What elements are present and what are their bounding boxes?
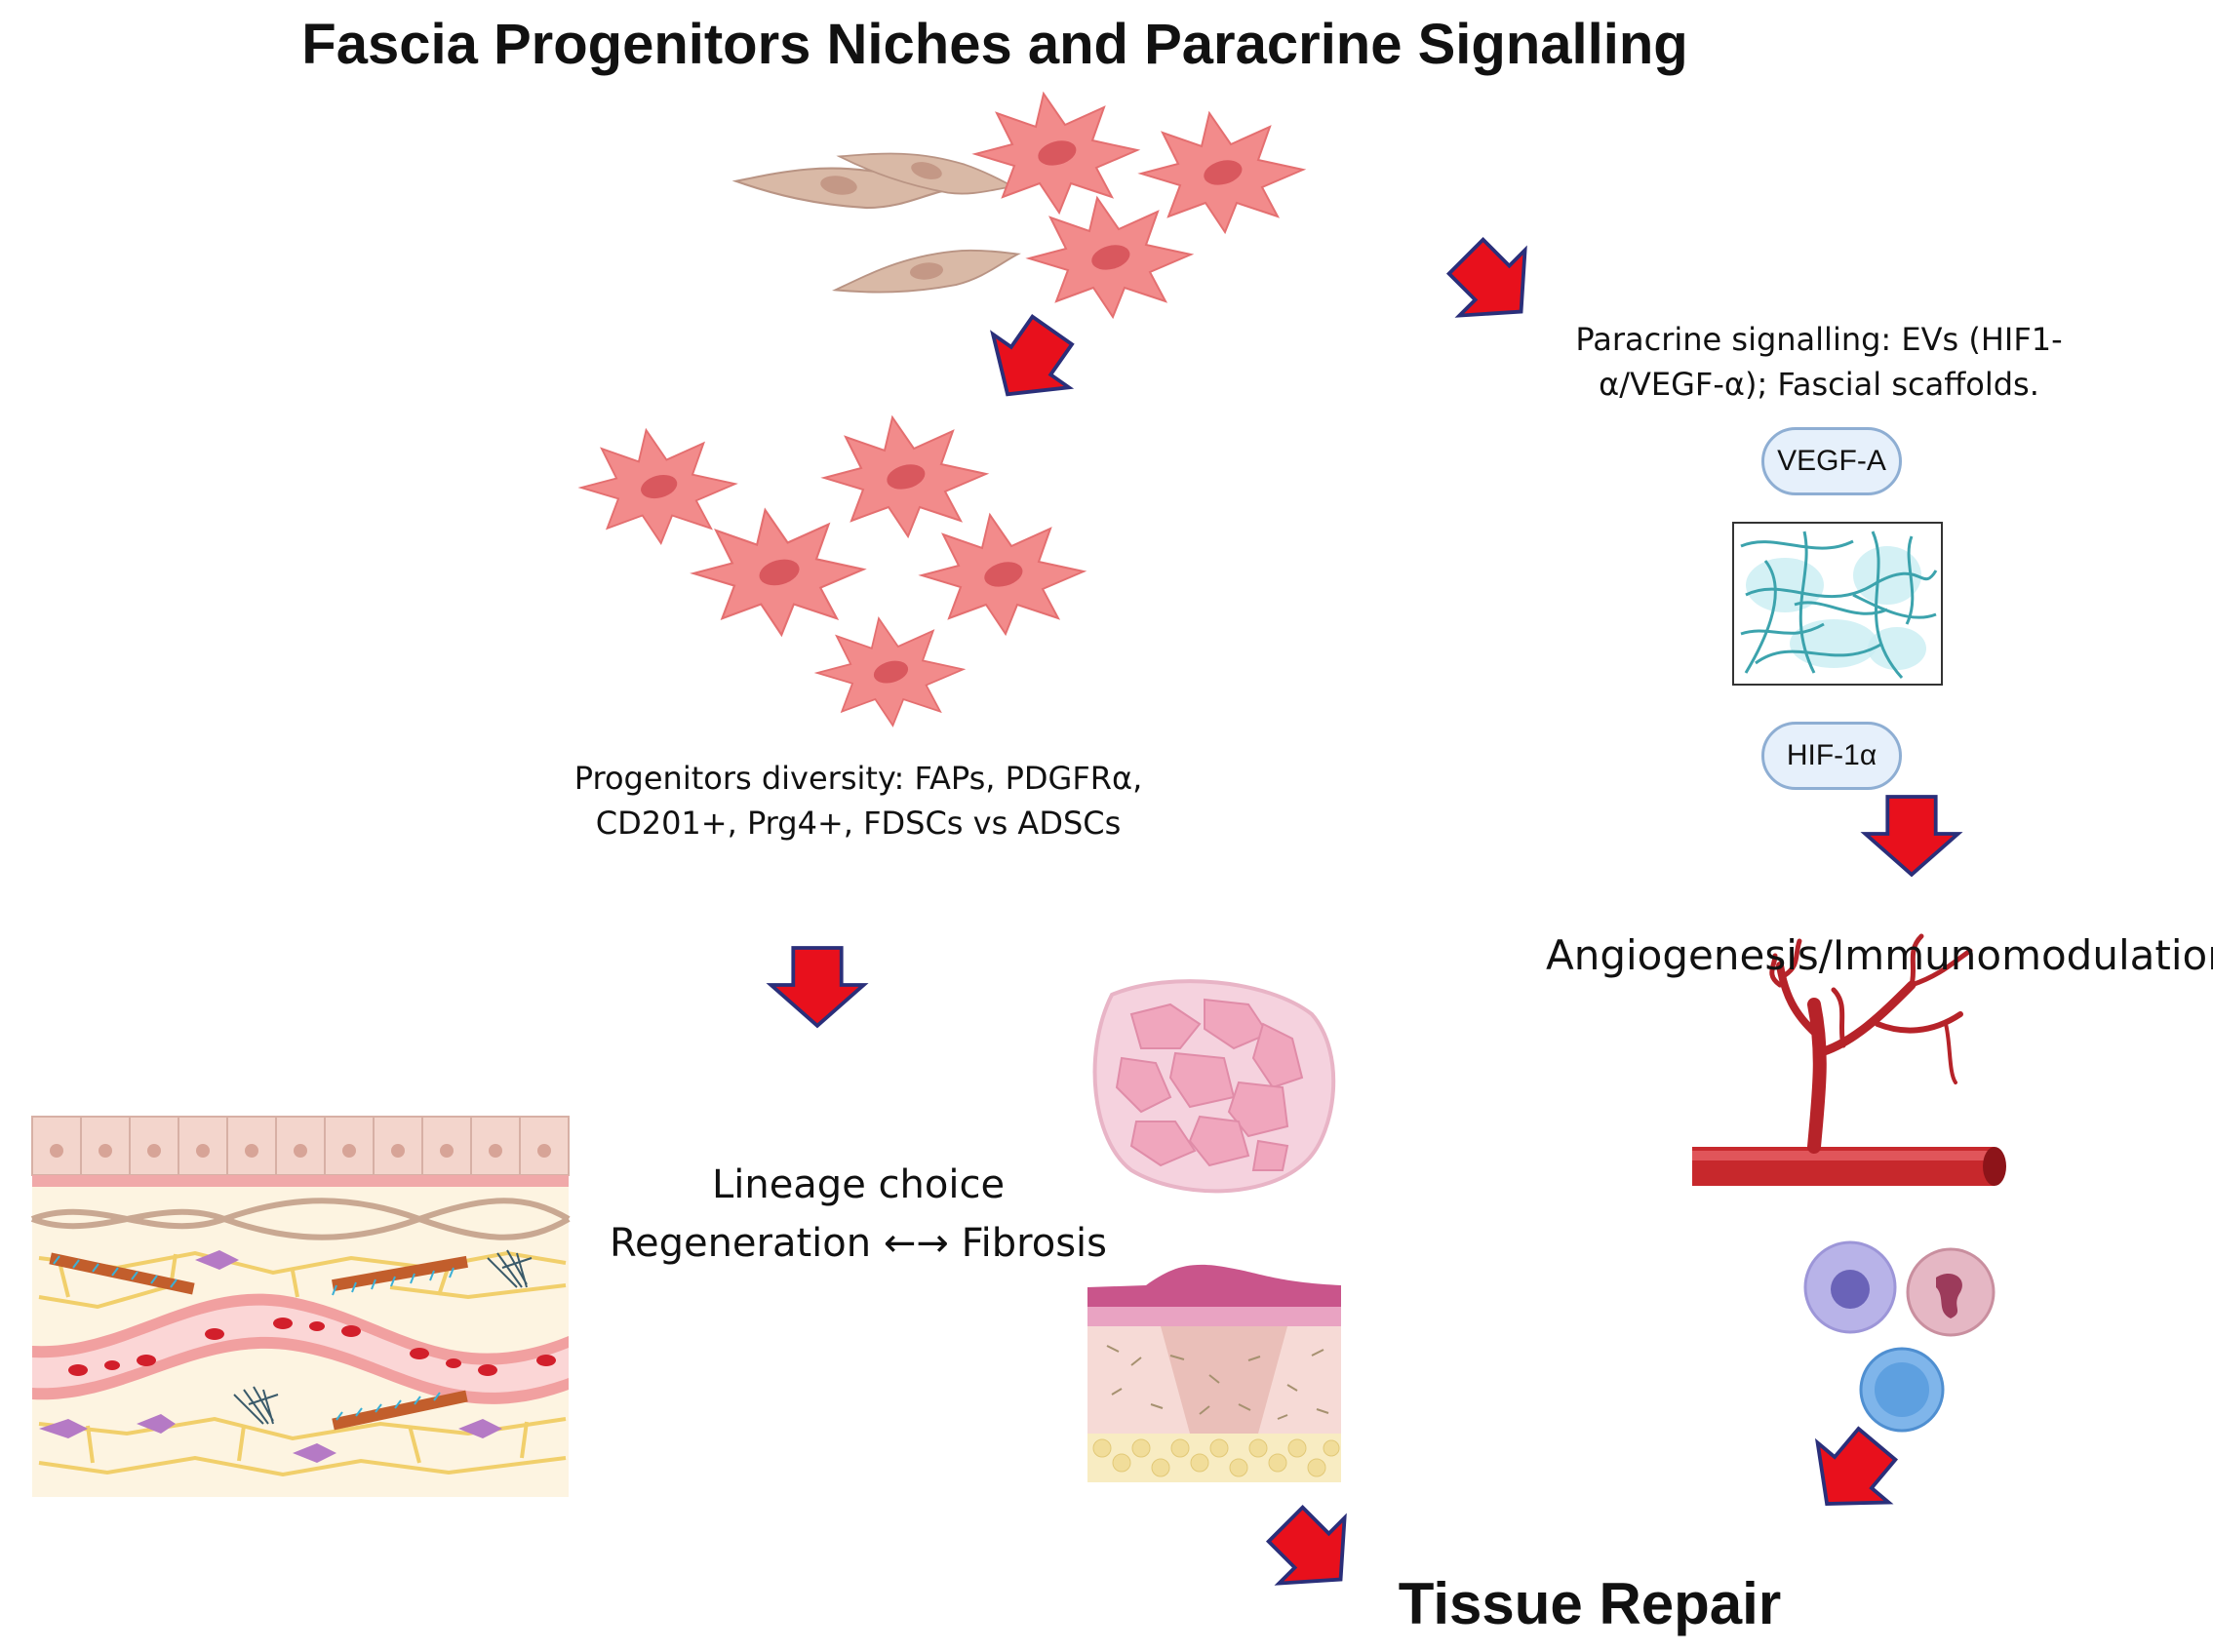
lineage-choice-line1: Lineage choice xyxy=(711,1162,1006,1207)
muscle-section-icon xyxy=(1092,979,1336,1194)
arrow-immune-to-repair xyxy=(1789,1412,1915,1536)
arrow-to-angiogenesis xyxy=(1863,795,1960,877)
blood-vessel-icon xyxy=(1692,933,2006,1186)
arrow-to-activated-cells xyxy=(968,301,1092,423)
hif-1a-badge: HIF-1α xyxy=(1761,722,1902,790)
arrow-to-lineage xyxy=(769,946,866,1028)
vegf-a-badge: VEGF-A xyxy=(1761,427,1902,495)
lineage-choice-line2: Regeneration ←→ Fibrosis xyxy=(609,1221,1108,1266)
progenitors-diversity-text: Progenitors diversity: FAPs, PDGFRα, CD2… xyxy=(573,760,1143,842)
fascial-scaffold-icon xyxy=(1732,522,1943,686)
lineage-choice-text: Lineage choice Regeneration ←→ Fibrosis xyxy=(585,1156,1131,1273)
skin-scar-icon xyxy=(1087,1264,1341,1482)
angiogenesis-label: Angiogenesis/Immunomodulation xyxy=(1546,931,2213,979)
paracrine-signalling-text: Paracrine signalling: EVs (HIF1-α/VEGF-α… xyxy=(1575,321,2063,403)
fascia-tissue-icon xyxy=(30,1116,571,1497)
activated-cells-icon xyxy=(580,416,1085,727)
tissue-repair-label: Tissue Repair xyxy=(1398,1571,1782,1636)
fibroblast-cells-icon xyxy=(733,93,1304,318)
immune-cells-icon xyxy=(1803,1240,1996,1433)
page-title: Fascia Progenitors Niches and Paracrine … xyxy=(301,13,1688,76)
